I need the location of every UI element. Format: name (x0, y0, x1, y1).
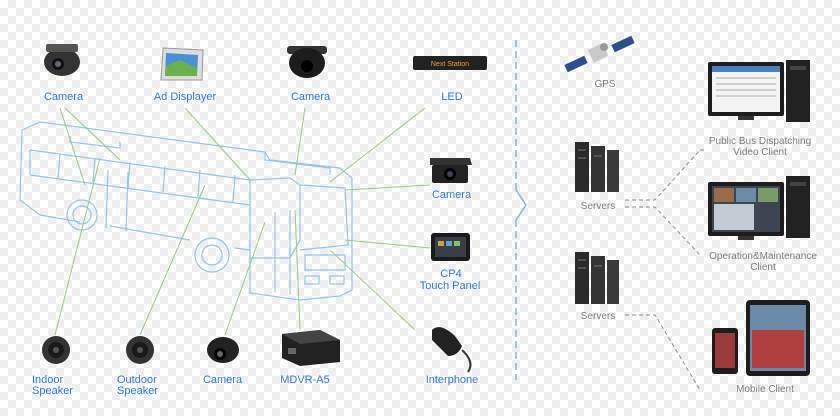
indoor-speaker-label: Speaker (32, 385, 73, 397)
maintenance-client-label: Operation&Maintenance (709, 251, 817, 262)
ad-display-icon (160, 47, 204, 81)
divider-arrow (515, 189, 527, 221)
led-screen-text: Next Station (431, 61, 469, 68)
camera-label: Camera (431, 189, 472, 201)
platform-connectors (625, 149, 705, 391)
tablet-phone-icon (712, 300, 810, 376)
camera-label: Camera (290, 91, 331, 103)
touch-panel-icon (431, 233, 470, 261)
outdoor-speaker-label: Speaker (117, 385, 158, 397)
speaker-icon (42, 336, 70, 364)
speaker-icon (126, 336, 154, 364)
indoor-speaker-label: Indoor (32, 374, 64, 386)
mdvr-label: MDVR-A5 (280, 374, 330, 386)
mdvr-device-icon (282, 330, 340, 366)
camera-label: Camera (43, 91, 84, 103)
ad-displayer-label: Ad Displayer (153, 91, 217, 103)
servers-label: Servers (580, 201, 616, 212)
touch-panel-label: CP4 (440, 268, 462, 280)
desktop-computer-icon (708, 176, 810, 240)
server-rack-icon (575, 142, 619, 192)
dome-camera-icon (207, 337, 239, 363)
box-camera-icon (430, 158, 472, 183)
dispatch-client-label: Public Bus Dispatching (708, 136, 812, 147)
server-rack-icon (575, 252, 619, 304)
interphone-label: Interphone (425, 374, 479, 386)
led-label: LED (441, 91, 463, 103)
mobile-client-label: Mobile Client (736, 384, 794, 395)
maintenance-client-label: Client (750, 262, 776, 273)
connector-lines (54, 107, 431, 336)
gps-label: GPS (594, 79, 616, 90)
dispatch-client-label: Video Client (733, 147, 787, 158)
interphone-icon (432, 327, 472, 373)
servers-label: Servers (580, 311, 616, 322)
dome-camera-icon (287, 46, 327, 78)
outdoor-speaker-label: Outdoor (117, 374, 157, 386)
bus-outline (19, 121, 353, 301)
dome-camera-icon (44, 44, 80, 76)
satellite-icon (564, 35, 635, 73)
touch-panel-label: Touch Panel (419, 280, 481, 292)
led-display-icon: Next Station (413, 56, 487, 70)
camera-label: Camera (202, 374, 243, 386)
desktop-computer-icon (708, 60, 810, 122)
